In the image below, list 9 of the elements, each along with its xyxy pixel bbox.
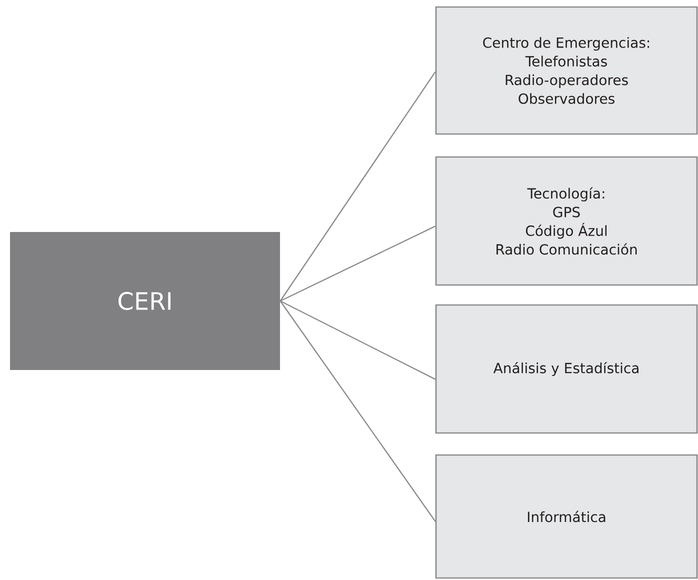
connector-line <box>280 226 436 302</box>
category-box: Informática <box>435 454 698 579</box>
connector-line <box>280 71 436 302</box>
category-box: Análisis y Estadística <box>435 304 698 434</box>
category-box: Tecnología: GPS Código Ázul Radio Comunicación <box>435 156 698 286</box>
main-box: CERI <box>10 232 280 370</box>
category-box: Centro de Emergencias: Telefonistas Radio-operadores Observadores <box>435 6 698 135</box>
connector-line <box>280 300 436 380</box>
connector-line <box>280 300 436 522</box>
